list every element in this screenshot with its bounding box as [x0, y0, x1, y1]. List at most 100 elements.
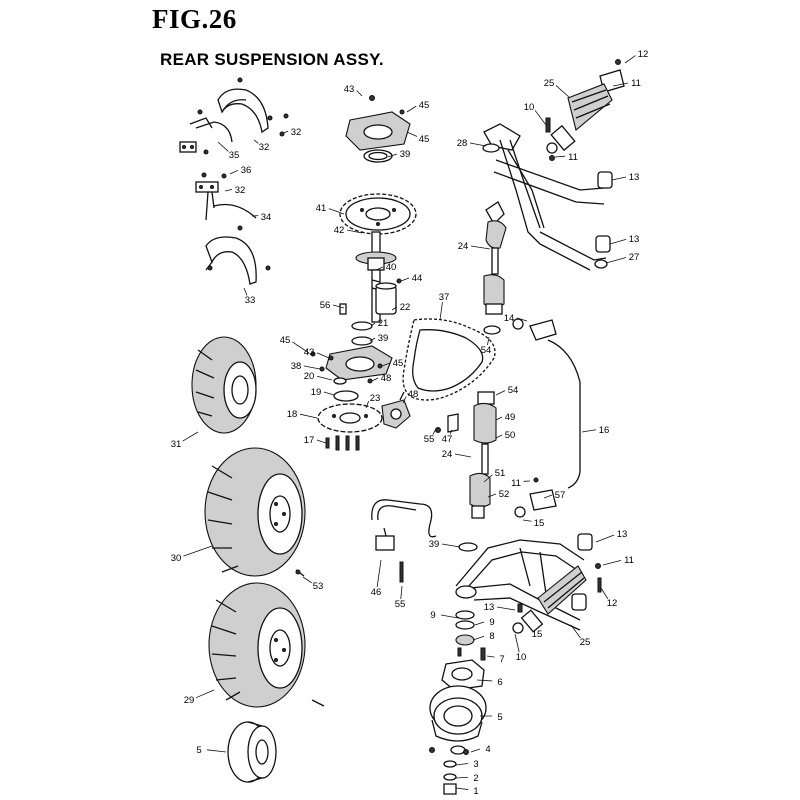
- part-number-label: 32: [291, 127, 302, 138]
- callout-leader: [534, 110, 547, 126]
- part-number-label: 25: [580, 637, 591, 648]
- drive-chain: [402, 318, 496, 401]
- callout-leader: [454, 453, 472, 458]
- callout-leader: [554, 155, 566, 158]
- part-number-label: 13: [617, 529, 628, 540]
- callout-leader: [369, 337, 376, 342]
- part-number-label: 55: [395, 599, 406, 610]
- callout-leader: [381, 362, 391, 367]
- part-number-label: 11: [624, 555, 634, 566]
- part-number-label: 45: [419, 134, 430, 145]
- part-number-label: 46: [371, 587, 382, 598]
- callout-c24a: 24: [442, 449, 472, 460]
- callout-leader: [375, 266, 384, 271]
- part-number-label: 45: [419, 100, 430, 111]
- callout-c36: 36: [229, 165, 251, 176]
- callout-c22: 22: [391, 302, 410, 313]
- callout-leader: [543, 494, 553, 499]
- callout-c17: 17: [304, 435, 327, 446]
- callout-c9a: 9: [430, 610, 459, 621]
- callout-c39c: 39: [429, 539, 461, 550]
- callout-leader: [400, 277, 410, 282]
- callout-leader: [316, 439, 327, 444]
- part-number-label: 16: [599, 425, 610, 436]
- part-number-label: 35: [229, 150, 240, 161]
- drive-shaft-upper: [483, 201, 507, 335]
- callout-c31: 31: [171, 431, 199, 450]
- part-number-label: 57: [555, 490, 566, 501]
- part-number-label: 50: [505, 430, 516, 441]
- callout-c43a: 43: [344, 84, 363, 97]
- callout-leader: [376, 559, 382, 588]
- callout-c5a: 5: [196, 745, 227, 756]
- callout-c20: 20: [304, 371, 333, 382]
- callout-leader: [455, 763, 469, 766]
- callout-c35: 35: [217, 141, 240, 161]
- callout-c21: 21: [370, 318, 388, 329]
- callout-c5b: 5: [479, 712, 503, 723]
- wheel-rim: [227, 721, 277, 783]
- callout-c16: 16: [581, 425, 610, 436]
- callout-leader: [612, 82, 629, 87]
- part-number-label: 39: [429, 539, 440, 550]
- part-number-label: 12: [638, 49, 649, 60]
- mudguard-upper: [179, 77, 289, 155]
- drive-sprocket: [339, 193, 417, 235]
- callout-c1: 1: [455, 786, 479, 797]
- callout-leader: [195, 689, 215, 699]
- callout-c25b: 25: [544, 78, 571, 99]
- callout-leader: [253, 139, 259, 144]
- callout-c55b: 55: [424, 428, 437, 445]
- part-number-label: 42: [334, 225, 345, 236]
- callout-c48a: 48: [371, 373, 391, 384]
- callout-c8: 8: [472, 631, 495, 642]
- callout-leader: [332, 304, 345, 309]
- callout-leader: [470, 245, 491, 250]
- callout-c11d: 11: [554, 152, 578, 163]
- callout-leader: [470, 748, 481, 753]
- callout-c9b: 9: [474, 617, 495, 628]
- part-number-label: 37: [439, 292, 450, 303]
- part-number-label: 13: [629, 172, 640, 183]
- part-number-label: 49: [505, 412, 516, 423]
- callout-leader: [406, 131, 418, 137]
- part-number-label: 56: [320, 300, 331, 311]
- callout-leader: [524, 621, 533, 631]
- callout-leader: [365, 400, 370, 409]
- rear-tire-large: [204, 447, 306, 577]
- drive-shaft-lower: [435, 391, 497, 519]
- callout-leader: [602, 559, 622, 566]
- part-number-label: 10: [524, 102, 535, 113]
- part-number-label: 12: [607, 598, 618, 609]
- callout-leader: [346, 229, 363, 234]
- callout-c51: 51: [483, 468, 505, 483]
- callout-leader: [496, 606, 516, 611]
- callout-c52: 52: [487, 489, 509, 500]
- swing-arm-lower: [455, 533, 593, 631]
- callout-c18: 18: [287, 409, 318, 420]
- part-number-label: 55: [424, 434, 435, 445]
- callout-leader: [371, 377, 379, 382]
- callout-leader: [402, 396, 407, 404]
- callout-leader: [356, 90, 363, 97]
- callout-leader: [469, 142, 487, 147]
- bearing-housing-lower: [310, 321, 393, 385]
- callout-c41: 41: [316, 203, 345, 215]
- callout-leader: [472, 635, 485, 641]
- part-number-label: 20: [304, 371, 315, 382]
- callout-leader: [516, 317, 528, 322]
- callout-c34: 34: [251, 212, 271, 223]
- callout-leader: [323, 391, 335, 396]
- part-number-label: 39: [378, 333, 389, 344]
- callout-leader: [483, 474, 493, 483]
- callout-c13a: 13: [595, 529, 628, 543]
- part-number-label: 29: [184, 695, 195, 706]
- part-number-label: 13: [629, 234, 640, 245]
- callout-c45d: 45: [381, 358, 403, 369]
- rear-tire-assembly: [208, 582, 325, 708]
- part-number-label: 11: [511, 478, 521, 489]
- callout-leader: [595, 534, 615, 543]
- part-number-label: 6: [497, 677, 502, 688]
- part-number-label: 47: [442, 434, 453, 445]
